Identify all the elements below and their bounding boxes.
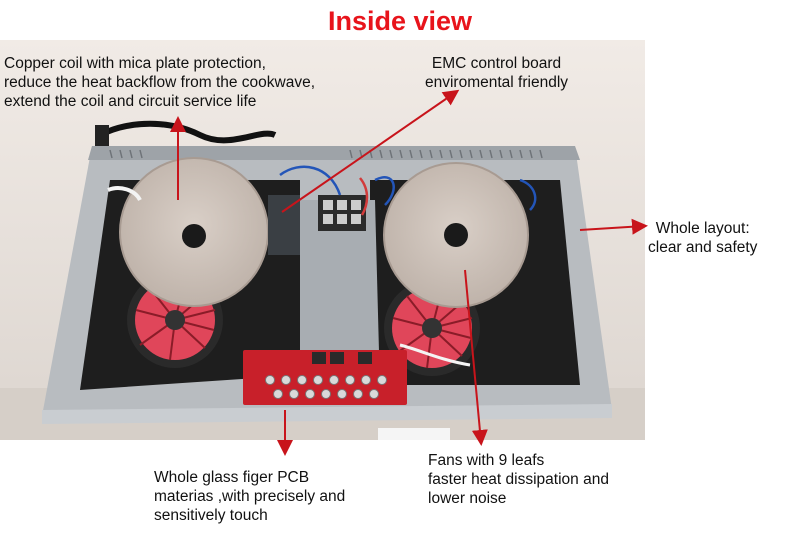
cable-plug: [95, 125, 109, 147]
fans-line-1: Fans with 9 leafs: [428, 452, 545, 469]
emc-annotation: EMC control board enviromental friendly: [425, 54, 568, 92]
pcb-annotation: Whole glass figer PCB materias ,with pre…: [154, 468, 345, 525]
fans-line-2: faster heat dissipation and: [428, 471, 609, 488]
emc-line-1: EMC control board: [431, 55, 562, 72]
arrow-layout: [579, 218, 648, 235]
middle-plate: [300, 200, 380, 392]
floor-card: [378, 428, 450, 440]
page-title: Inside view: [327, 6, 473, 36]
pcb-line-2: materias ,with precisely and: [154, 488, 346, 505]
layout-line-2: clear and safety: [648, 239, 758, 256]
wires: [107, 165, 537, 367]
layout-line-1: Whole layout:: [655, 220, 750, 237]
power-cable: [98, 120, 277, 144]
emc-board: [318, 195, 366, 231]
emc-line-2: enviromental friendly: [425, 74, 569, 91]
touch-pcb: [243, 350, 407, 405]
side-board: [268, 195, 300, 255]
layout-annotation: Whole layout: clear and safety: [648, 219, 757, 257]
arrow-emc: [281, 89, 460, 213]
coil-line-2: reduce the heat backflow from the cookwa…: [4, 74, 316, 91]
left-coil-plate: [119, 157, 269, 307]
pcb-line-1: Whole glass figer PCB: [154, 469, 310, 486]
pcb-line-3: sensitively touch: [154, 507, 268, 524]
fans-annotation: Fans with 9 leafs faster heat dissipatio…: [428, 451, 609, 508]
fans-line-3: lower noise: [428, 490, 507, 507]
right-coil-plate: [383, 162, 529, 308]
coil-line-1: Copper coil with mica plate protection,: [4, 55, 266, 72]
arrow-fans: [464, 269, 488, 446]
coil-line-3: extend the coil and circuit service life: [4, 93, 257, 110]
coil-annotation: Copper coil with mica plate protection, …: [4, 54, 315, 111]
